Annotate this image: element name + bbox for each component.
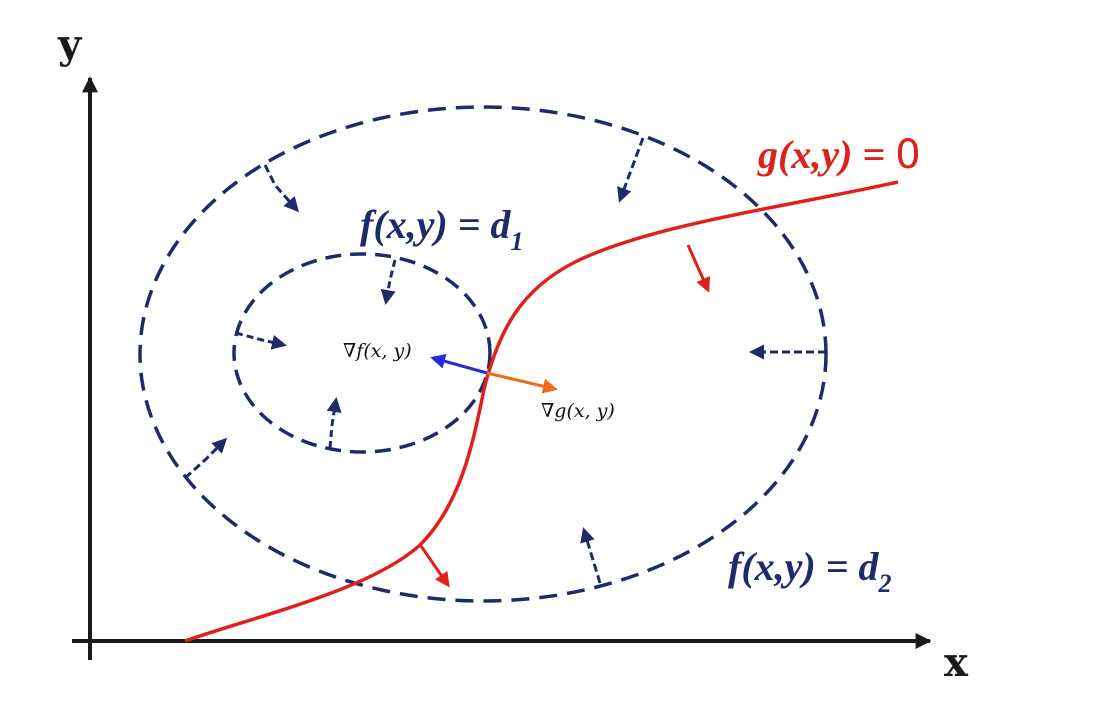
- constraint-normal-arrow: [419, 545, 450, 588]
- x-axis-label: x: [944, 639, 969, 686]
- grad-g-label: ∇g(x, y): [541, 400, 615, 422]
- inner-arrow: [235, 331, 287, 350]
- constraint-curve: [184, 180, 899, 643]
- outer-contour-label: f(x,y) = d2: [728, 544, 892, 598]
- constraint-normal-arrow: [686, 244, 710, 293]
- outer-arrow: [263, 164, 299, 213]
- y-axis-label: y: [57, 21, 83, 68]
- outer-contour: [138, 105, 828, 603]
- outer-arrow: [617, 137, 645, 203]
- inner-contour: [232, 252, 492, 454]
- inner-arrow: [380, 259, 397, 305]
- outer-arrow: [580, 527, 602, 584]
- grad-f-label: ∇f(x, y): [343, 340, 412, 362]
- grad-g-arrow: [486, 371, 558, 394]
- inner-contour-label: f(x,y) = d1: [360, 202, 524, 256]
- grad-f-arrow: [430, 353, 488, 375]
- inner-arrow: [326, 397, 342, 449]
- constraint-label: g(x,y) = 0: [757, 132, 921, 178]
- outer-arrow: [183, 437, 228, 480]
